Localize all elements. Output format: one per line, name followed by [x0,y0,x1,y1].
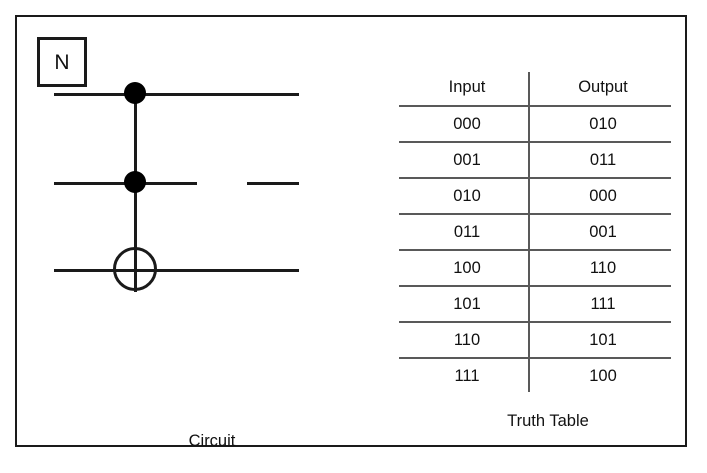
table-row: 010 000 [399,178,671,214]
circuit-diagram: N Circuit [37,37,377,450]
table-row: 100 110 [399,250,671,286]
cell-input: 000 [453,115,481,133]
cell-output: 011 [589,151,617,169]
cell-output: 101 [589,331,617,349]
truth-table: Input Output 000 010 001 011 010 000 011 001 100… [399,70,671,393]
table-row: 000 010 [399,106,671,142]
cell-input: 010 [453,187,481,205]
control-dot-middle [124,171,146,193]
gate-n: N [37,37,87,87]
wire-middle-right [247,182,299,185]
cell-output: 001 [589,223,617,241]
control-link-middle-to-target [134,182,137,292]
cell-output: 110 [589,259,617,277]
cell-input: 100 [453,259,481,277]
caption-truth-table: Truth Table [507,412,589,430]
cell-output: 111 [590,295,616,313]
table-row: 011 001 [399,214,671,250]
wire-top [54,93,299,96]
cell-input: 001 [453,151,481,169]
table-row: 001 011 [399,142,671,178]
table-row: 111 100 [399,358,671,393]
column-header-input: Input [399,70,535,107]
cell-output: 100 [589,367,617,385]
truth-table-grid: Input Output 000 010 001 011 010 000 011 001 100… [399,70,671,393]
cell-input: 011 [453,223,481,241]
table-row: 110 101 [399,322,671,358]
table-column-divider [528,72,530,392]
cell-input: 111 [454,367,480,385]
truth-table-head: Input Output [399,70,671,107]
column-header-output: Output [535,70,671,107]
cell-input: 110 [453,331,481,349]
cell-output: 010 [589,115,617,133]
truth-table-header-row: Input Output [399,70,671,107]
xor-target-bottom [113,247,157,291]
cell-output: 000 [589,187,617,205]
table-row: 101 111 [399,286,671,322]
control-dot-top [124,82,146,104]
gate-n-label: N [54,50,70,74]
caption-circuit: Circuit [188,432,236,450]
control-link-top-to-middle [134,93,137,182]
wire-bottom [54,269,299,272]
cell-input: 101 [453,295,481,313]
